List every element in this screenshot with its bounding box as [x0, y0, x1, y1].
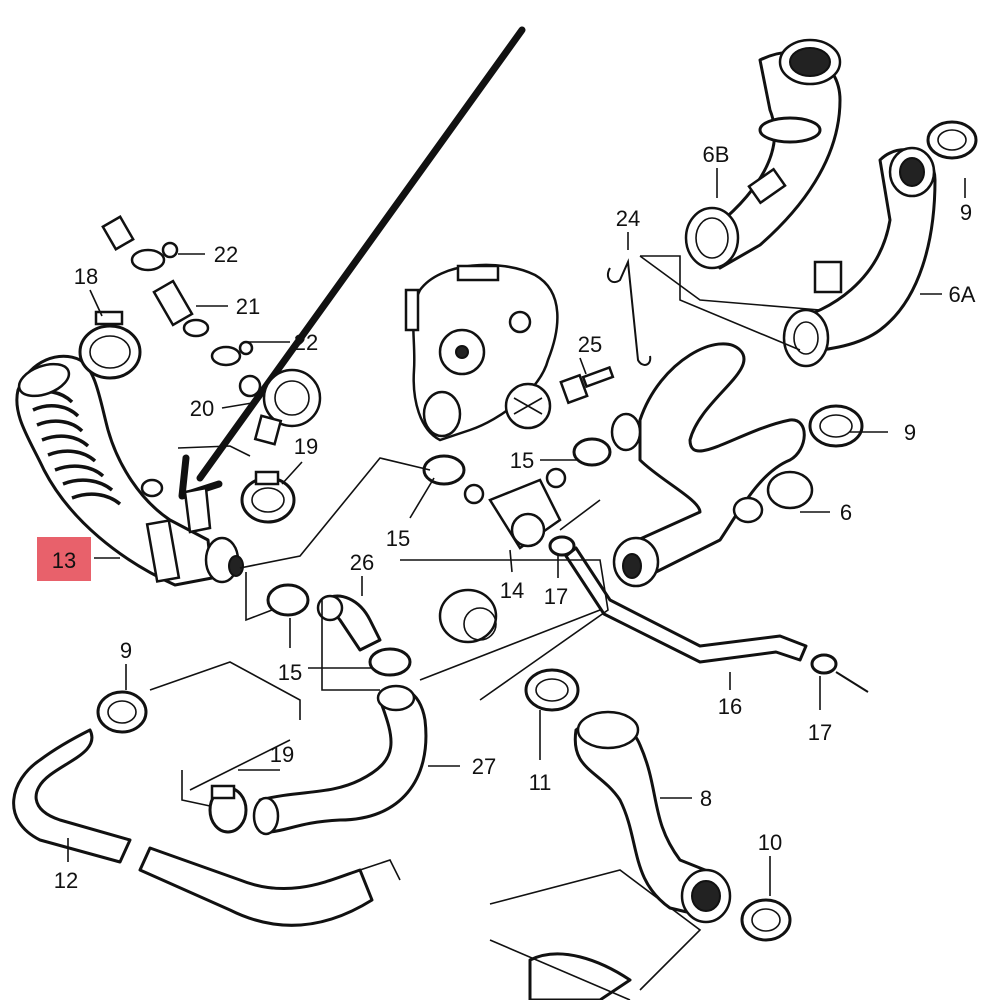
callout-18: 18	[74, 264, 98, 289]
callout-6A: 6A	[949, 282, 976, 307]
clamp-9-low	[96, 690, 148, 734]
callout-6B: 6B	[703, 142, 730, 167]
callout-labels: 13 6B 9 6A 24 25 22 21 22 18 20 19 15 15…	[52, 142, 976, 893]
highlight-box-13	[37, 537, 91, 581]
callout-12: 12	[54, 868, 78, 893]
callout-26: 26	[350, 550, 374, 575]
part-21	[152, 279, 210, 338]
clamp-10	[740, 898, 792, 942]
part-20	[238, 368, 322, 446]
hose-6A	[782, 146, 937, 368]
callout-14: 14	[500, 578, 524, 603]
clamp-18	[78, 310, 142, 380]
part-coupling	[438, 588, 498, 644]
clamp-9-mid	[808, 404, 864, 448]
thermostat-housing	[404, 263, 559, 442]
leader-lines	[67, 168, 966, 1000]
callout-19-upper: 19	[294, 434, 318, 459]
clamp-19-lower	[208, 784, 248, 834]
part-22-a	[101, 215, 179, 272]
clamp-19-upper	[240, 470, 296, 524]
hose-12	[12, 728, 374, 927]
callout-9-top: 9	[960, 200, 972, 225]
callout-9-mid: 9	[904, 420, 916, 445]
callout-13: 13	[52, 548, 76, 573]
callout-25: 25	[578, 332, 602, 357]
callout-8: 8	[700, 786, 712, 811]
hose-6	[610, 342, 814, 588]
callout-20: 20	[190, 396, 214, 421]
hose-27	[252, 684, 428, 836]
clamp-17-b	[810, 653, 869, 693]
clamp-15-b	[572, 437, 612, 467]
hose-6B	[684, 38, 842, 270]
callout-22-a: 22	[214, 242, 238, 267]
clamp-15-c	[266, 583, 310, 617]
callout-15-c: 15	[278, 660, 302, 685]
clamp-15-a	[422, 454, 466, 486]
part-22-b	[210, 340, 254, 367]
callout-11: 11	[529, 770, 552, 795]
part-26	[316, 594, 382, 652]
callout-19-lower: 19	[270, 742, 294, 767]
clamp-17-a	[548, 535, 576, 557]
valve-14	[463, 467, 567, 550]
callout-6: 6	[840, 500, 852, 525]
clamp-9-top	[926, 120, 978, 160]
callout-22-b: 22	[294, 330, 318, 355]
clamp-11	[524, 668, 580, 712]
callout-17-a: 17	[544, 584, 568, 609]
callout-15-b: 15	[386, 526, 410, 551]
callout-16: 16	[718, 694, 742, 719]
callout-17-b: 17	[808, 720, 832, 745]
part-24	[606, 258, 652, 366]
callout-9-low: 9	[120, 638, 132, 663]
hose-13	[15, 354, 244, 587]
callout-21: 21	[236, 294, 260, 319]
callout-24: 24	[616, 206, 640, 231]
callout-15-a: 15	[510, 448, 534, 473]
callout-10: 10	[758, 830, 782, 855]
hose-8	[573, 710, 732, 924]
part-25	[559, 365, 615, 405]
callout-27: 27	[472, 754, 496, 779]
hose-16	[564, 546, 808, 664]
clamp-15-d	[368, 647, 412, 677]
